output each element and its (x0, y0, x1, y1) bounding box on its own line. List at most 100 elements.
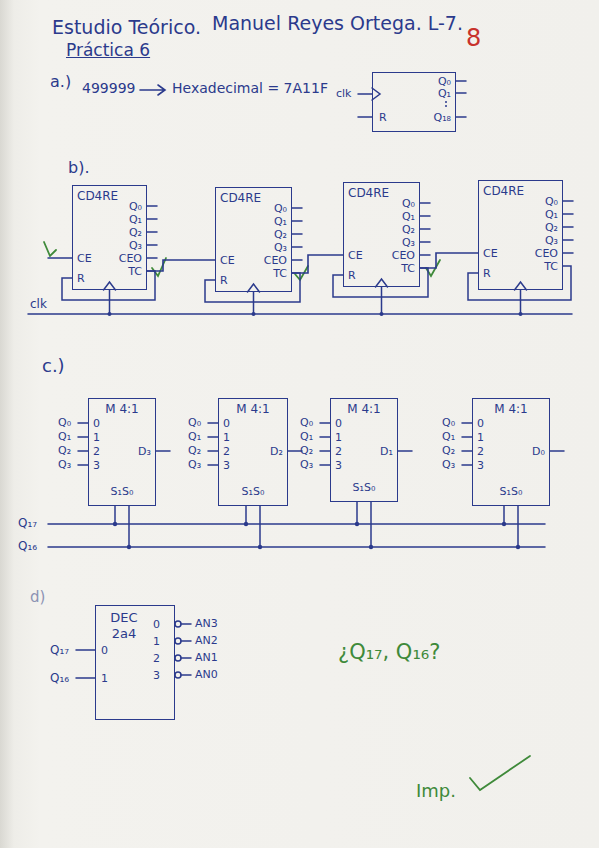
wire (462, 450, 472, 452)
wire (420, 241, 430, 243)
wire (48, 546, 545, 548)
signal-label: Q₁ (300, 430, 313, 443)
pin-label: TC (401, 262, 415, 275)
signal-label: AN1 (195, 651, 218, 664)
pin-label: CE (348, 249, 363, 262)
block-title: M 4:1 (219, 402, 287, 416)
junction-dot (445, 105, 447, 107)
wire (147, 244, 157, 246)
pin-label: Q₁ (438, 87, 451, 100)
pin-label: 0 (223, 417, 230, 430)
signal-label: AN3 (195, 617, 218, 630)
pin-label: 1 (93, 431, 100, 444)
signal-label: Q₀ (442, 416, 455, 429)
header-text: 8 (466, 24, 481, 53)
inverter-bubble (175, 655, 181, 661)
wire (420, 254, 430, 256)
signal-label: Q₃ (300, 458, 313, 471)
signal-label: d) (30, 588, 45, 606)
wire (320, 422, 330, 424)
wire (372, 88, 380, 100)
pin-label: Q₂ (545, 221, 558, 234)
pin-label: Q₀ (274, 202, 287, 215)
pin-label: Q₀ (402, 197, 415, 210)
pin-label: CEO (264, 254, 287, 267)
junction-dot (113, 522, 117, 526)
junction-dot (108, 312, 112, 316)
signal-label: Q₀ (188, 416, 201, 429)
block-title: CD4RE (220, 191, 261, 205)
multiplexer-box: M 4:10123D₀S₁S₀ (472, 398, 550, 506)
pin-label: Q₂ (129, 226, 142, 239)
wire (208, 450, 218, 452)
pin-label: CE (77, 252, 92, 265)
wire (181, 657, 191, 659)
wire (381, 287, 383, 314)
junction-dot (244, 522, 248, 526)
signal-label: Q₃ (442, 458, 455, 471)
wire (563, 213, 573, 215)
signal-label: Q₂ (188, 444, 201, 457)
carry-connector (420, 253, 478, 268)
wire (147, 257, 157, 259)
counter-cd4re: CD4REQ₀Q₁Q₂Q₃CEOTCCER (478, 180, 563, 290)
pin-label: 3 (223, 459, 230, 472)
signal-label: clk (30, 297, 47, 311)
wire (515, 282, 527, 290)
pin-label: 3 (335, 459, 342, 472)
signal-label: Q₁₇ (18, 516, 37, 530)
signal-label: AN0 (195, 668, 218, 681)
header-text: Práctica 6 (66, 40, 150, 60)
multiplexer-box: M 4:10123D₃S₁S₀ (88, 398, 156, 506)
wire (517, 506, 519, 547)
pin-label: R (348, 269, 356, 282)
signal-label: clk (336, 87, 351, 100)
signal-label: Q₁₆ (50, 671, 69, 685)
correction-note: ¿Q₁₇, Q₁₆? (338, 640, 440, 665)
pin-wires (28, 81, 573, 678)
wire (248, 284, 260, 292)
signal-label: a.) (50, 72, 71, 91)
signal-label: Hexadecimal = 7A11F (172, 80, 328, 97)
wire (292, 233, 302, 235)
pin-label: S₁S₀ (219, 485, 287, 498)
wire (76, 649, 95, 651)
counter-block: RQ₀Q₁Q₁₈ (372, 72, 456, 132)
wire (208, 436, 218, 438)
pin-label: 1 (335, 431, 342, 444)
carry-connector (292, 255, 343, 273)
signal-label: 499999 (82, 80, 135, 97)
pin-label: Q₀ (129, 200, 142, 213)
inverter-bubble (175, 672, 181, 678)
signal-label: Q₁ (442, 430, 455, 443)
pin-label: D₁ (380, 445, 393, 458)
pin-label: 0 (477, 417, 484, 430)
wire (292, 207, 302, 209)
pin-label: 2 (223, 445, 230, 458)
header-text: Estudio Teórico. (52, 16, 201, 39)
wire (563, 226, 573, 228)
wire (147, 205, 157, 207)
wire (320, 450, 330, 452)
multiplexer-box: M 4:10123D₁S₁S₀ (330, 398, 398, 502)
pin-label: 0 (101, 644, 108, 657)
junction-dot (519, 312, 523, 316)
pin-label: 2 (477, 445, 484, 458)
wire (78, 422, 88, 424)
block-title: M 4:1 (473, 402, 549, 416)
pin-label: CEO (392, 249, 415, 262)
junction-dot (258, 545, 262, 549)
junction-dot (516, 545, 520, 549)
wire (320, 436, 330, 438)
pin-label: R (220, 274, 228, 287)
wire (462, 436, 472, 438)
pin-label: S₁S₀ (473, 485, 549, 498)
pin-label: 1 (101, 672, 108, 685)
pin-label: TC (544, 260, 558, 273)
pin-label: 0 (153, 618, 160, 631)
pin-label: 1 (223, 431, 230, 444)
pin-label: TC (128, 265, 142, 278)
signal-label: b). (68, 158, 89, 177)
wire (104, 282, 116, 290)
wire (376, 279, 388, 287)
